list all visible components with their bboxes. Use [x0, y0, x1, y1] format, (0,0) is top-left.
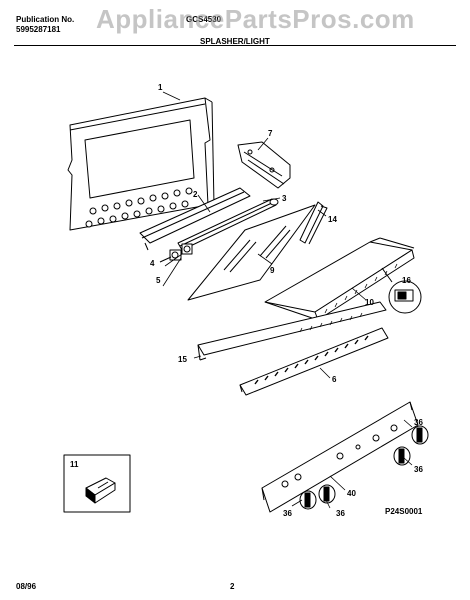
mounting-bracket-part: [237, 141, 291, 189]
callout-9: 9: [270, 266, 275, 275]
callout-14: 14: [328, 215, 337, 224]
terminal-block-inset: [63, 454, 131, 513]
lamp-holder-part: [159, 243, 193, 263]
publication-label: Publication No.: [16, 15, 75, 24]
footer-page: 2: [230, 582, 235, 591]
callout-36b: 36: [414, 465, 423, 474]
callout-7: 7: [268, 129, 273, 138]
lamp-housing-part: [139, 187, 251, 251]
callout-40: 40: [347, 489, 356, 498]
control-panel-part: [261, 401, 419, 513]
publication-number: 5995287181: [16, 25, 61, 34]
side-clip-part: [299, 201, 328, 245]
callout-2: 2: [193, 190, 198, 199]
control-knob-part: [299, 425, 429, 510]
callout-36c: 36: [283, 509, 292, 518]
callout-4: 4: [150, 259, 155, 268]
splasher-panel-part: [264, 237, 415, 321]
glass-lens-part: [187, 204, 316, 301]
callout-1: 1: [158, 83, 163, 92]
back-panel-part: [67, 97, 215, 231]
callout-36d: 36: [336, 509, 345, 518]
callout-6: 6: [332, 375, 337, 384]
watermark: AppliancePartsPros.com: [96, 4, 415, 34]
callout-15: 15: [178, 355, 187, 364]
callout-5: 5: [156, 276, 161, 285]
rocker-switch-part: [381, 267, 422, 314]
callout-11: 11: [70, 460, 79, 469]
lower-trim-part: [197, 301, 387, 361]
model-number: GCS4530: [186, 15, 222, 24]
callout-leaders: [162, 91, 413, 509]
diagram-code: P24S0001: [385, 507, 423, 516]
section-title: SPLASHER/LIGHT: [200, 37, 270, 46]
callout-3: 3: [282, 194, 287, 203]
callout-10: 10: [365, 298, 374, 307]
footer-date: 08/96: [16, 582, 37, 591]
vent-strip-part: [239, 327, 389, 396]
callout-36a: 36: [414, 418, 423, 427]
header-divider: [14, 45, 456, 46]
callout-16: 16: [402, 276, 411, 285]
